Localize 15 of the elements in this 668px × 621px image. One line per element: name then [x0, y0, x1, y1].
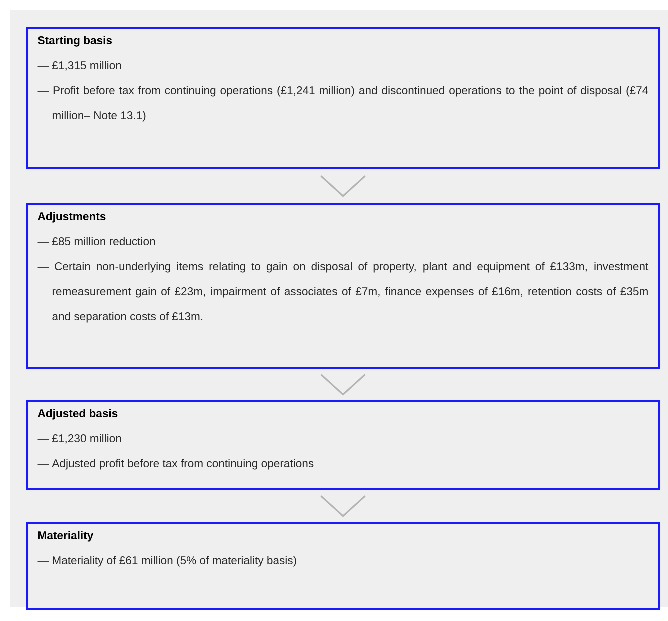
bullet-text: — £1,315 million: [38, 61, 122, 71]
box-heading: Adjusted basis: [38, 409, 118, 420]
text-box: [26, 202, 660, 370]
text-box: [26, 27, 660, 170]
box-heading: Adjustments: [38, 212, 106, 223]
text-box: [26, 522, 660, 610]
box-heading: Starting basis: [38, 36, 112, 47]
bullet-text: — Adjusted profit before tax from continuing operations: [38, 459, 314, 470]
box-heading: Materiality: [38, 531, 94, 542]
bullet-text: — Materiality of £61 million (5% of materiality basis): [38, 556, 296, 567]
bullet-text: — Profit before tax from continuing operations (£1,241 million) and discontinued operations to the point of disposal (£74 million– Note 13.1): [38, 86, 648, 122]
bullet-text: — £1,230 million: [38, 434, 122, 444]
text-box: [26, 400, 660, 490]
bullet-text: — Certain non-underlying items relating to gain on disposal of property, plant and equipment of £133m, investment remeasurement gain of £23m, impairment of associates of £7m, finance expenses of £16m, retention costs of £35m and separation costs of £13m.: [38, 262, 649, 323]
bullet-text: — £85 million reduction: [38, 237, 156, 246]
